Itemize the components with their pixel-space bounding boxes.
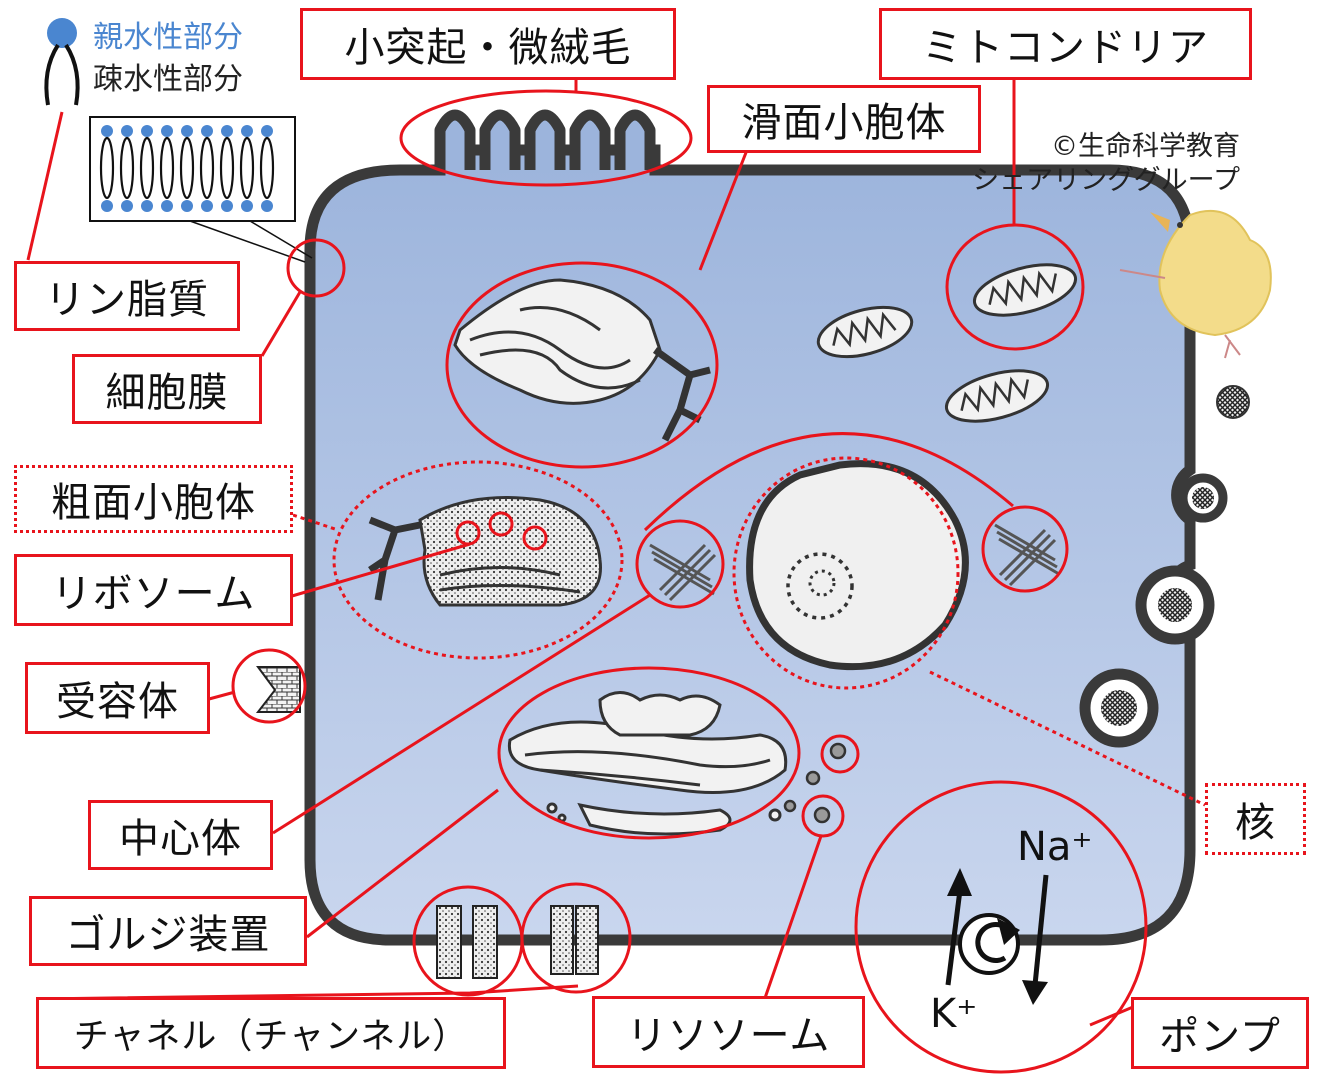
rough-er xyxy=(368,496,602,607)
golgi-apparatus xyxy=(507,691,788,836)
label-cell-membrane: 細胞膜 xyxy=(72,354,262,424)
ion-na: Na⁺ xyxy=(1017,824,1093,870)
receptor xyxy=(255,666,301,713)
pump xyxy=(945,868,1049,1005)
label-pump: ポンプ xyxy=(1131,997,1309,1069)
callout-lines xyxy=(26,78,1206,1074)
lipid-bilayer-icon xyxy=(89,116,313,263)
label-ribosome: リボソーム xyxy=(14,554,293,626)
centriole-left xyxy=(649,543,717,602)
label-microvilli: 小突起・微絨毛 xyxy=(300,8,676,80)
label-smooth-er: 滑面小胞体 xyxy=(707,85,981,153)
label-channel: チャネル（チャンネル） xyxy=(36,997,506,1069)
channels xyxy=(436,905,599,979)
label-rough-er: 粗面小胞体 xyxy=(14,465,293,533)
centriole-right xyxy=(994,523,1060,587)
credit: ©生命科学教育 シェアリンググループ xyxy=(900,130,1240,198)
credit-line1: ©生命科学教育 xyxy=(1051,131,1240,162)
chick-mascot xyxy=(1119,210,1272,359)
legend-hydrophobic: 疎水性部分 xyxy=(93,62,243,97)
label-nucleus: 核 xyxy=(1205,783,1306,855)
label-centrosome: 中心体 xyxy=(88,800,273,870)
label-golgi: ゴルジ装置 xyxy=(29,896,307,966)
label-mitochondria: ミトコンドリア xyxy=(879,8,1252,80)
nucleus xyxy=(746,460,969,671)
ion-k: K⁺ xyxy=(930,991,978,1037)
label-lysosome: リソソーム xyxy=(592,996,865,1068)
legend-hydrophilic: 親水性部分 xyxy=(93,20,243,55)
lysosomes xyxy=(783,742,847,824)
mitochondria xyxy=(816,263,1078,423)
phospholipid-icon xyxy=(44,18,80,106)
label-receptor: 受容体 xyxy=(25,662,210,734)
credit-line2: シェアリンググループ xyxy=(972,165,1240,196)
label-phospholipid: リン脂質 xyxy=(14,261,240,331)
microvilli xyxy=(434,109,656,170)
